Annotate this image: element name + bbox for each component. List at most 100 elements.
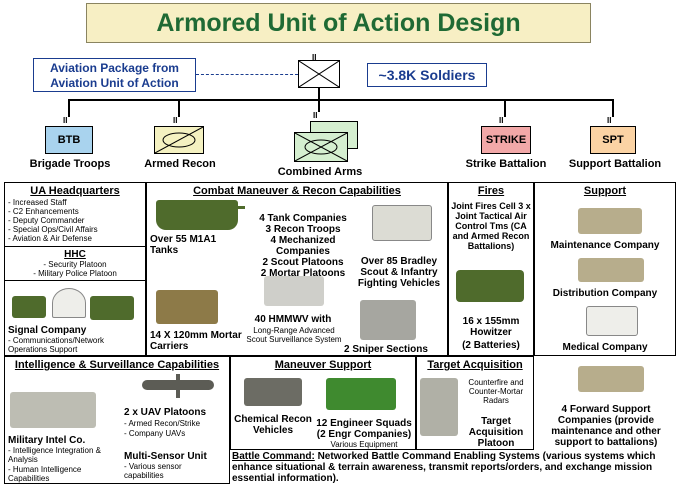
combined-arms-icon <box>294 132 348 162</box>
forward-support-truck-image <box>578 366 644 392</box>
distribution-truck-image <box>578 258 644 282</box>
ua-hq-item: - C2 Enhancements <box>8 207 79 216</box>
hhc-item: - Military Police Platoon <box>33 269 117 278</box>
hhc-item: - Security Platoon <box>43 260 107 269</box>
bradley-image <box>372 205 432 241</box>
battle-command-text: Networked Battle Command Enabling System… <box>232 451 656 484</box>
mi-title: Military Intel Co. <box>8 435 86 446</box>
tanks-text: Over 55 M1A1 Tanks <box>150 234 217 256</box>
strike-unit-symbol: STRIKE <box>481 126 531 154</box>
ua-hq-item: - Special Ops/Civil Affairs <box>8 225 98 234</box>
battle-command-label: Battle Command: <box>232 451 315 462</box>
signal-divider <box>5 280 145 281</box>
company-item: 3 Recon Troops <box>265 224 341 235</box>
hmmwv-title: 40 HMMWV with <box>254 314 332 325</box>
recon-unit-symbol <box>154 126 204 154</box>
chem-vehicle-image <box>244 378 302 406</box>
ms-item: - Various sensor capabilities <box>124 462 182 480</box>
signal-vehicle-image <box>90 296 134 320</box>
fires-text: Joint Fires Cell 3 x Joint Tactical Air … <box>451 201 531 251</box>
ua-hq-title: UA Headquarters <box>30 185 120 197</box>
company-item: 2 Scout Platoons <box>262 257 344 268</box>
ua-hq-section: UA Headquarters - Increased Staff - C2 E… <box>4 182 146 356</box>
mortar-carrier-image <box>156 290 218 324</box>
tree-drop-recon <box>178 100 180 117</box>
batteries-text: (2 Batteries) <box>462 340 520 351</box>
page-title: Armored Unit of Action Design <box>86 3 591 43</box>
military-intel-image <box>10 392 96 428</box>
spt-unit-symbol: SPT <box>590 126 636 154</box>
tree-drop-spt <box>612 100 614 117</box>
maintenance-text: Maintenance Company <box>550 240 660 251</box>
tree-trunk <box>318 88 320 100</box>
uav-title: 2 x UAV Platoons <box>124 407 207 418</box>
recon-ellipse-icon <box>154 126 204 154</box>
m1a1-tank-image <box>156 200 238 230</box>
uav-item: - Company UAVs <box>124 429 186 438</box>
distribution-text: Distribution Company <box>552 288 658 299</box>
hmmwv-text: Long-Range Advanced Scout Surveillance S… <box>246 326 342 344</box>
maneuver-title: Maneuver Support <box>274 359 372 371</box>
aviation-connector <box>196 74 298 75</box>
signal-title: Signal Company <box>8 325 87 336</box>
howitzer-text: 16 x 155mm Howitzer <box>462 316 520 338</box>
target-title: Target Acquisition <box>427 359 523 371</box>
equipment-text: Various Equipment <box>330 440 398 449</box>
signal-truck-image <box>12 296 46 318</box>
mortar-text: 14 X 120mm Mortar Carriers <box>150 330 242 352</box>
uav-item: - Armed Recon/Strike <box>124 419 201 428</box>
signal-antenna-image <box>52 288 86 318</box>
ua-hq-item: - Deputy Commander <box>8 216 85 225</box>
forward-support-text: 4 Forward Support Companies (provide mai… <box>551 404 661 448</box>
company-item: 4 Tank Companies <box>259 213 347 224</box>
radar-image <box>420 378 458 436</box>
aviation-note: Aviation Package from Aviation Unit of A… <box>33 58 196 92</box>
ms-title: Multi-Sensor Unit <box>124 451 207 462</box>
strike-echelon-marks: II <box>499 116 504 125</box>
uav-wing-image <box>176 374 180 398</box>
bradley-text: Over 85 Bradley Scout & Infantry Fightin… <box>357 256 441 289</box>
support-title: Support <box>583 185 627 197</box>
company-item: 2 Mortar Platoons <box>260 268 346 279</box>
ua-hq-item: - Increased Staff <box>8 198 67 207</box>
recon-label: Armed Recon <box>144 158 216 170</box>
hq-unit-symbol <box>298 60 340 88</box>
tree-drop-strike <box>504 100 506 117</box>
x-cross-icon <box>298 60 340 88</box>
mi-item: - Human Intelligence Capabilities <box>8 465 82 483</box>
radars-text: Counterfire and Counter-Mortar Radars <box>468 378 524 405</box>
tree-horizontal <box>68 99 614 101</box>
sniper-text: 2 Sniper Sections <box>344 344 428 355</box>
ca-echelon-marks: II <box>313 111 318 120</box>
tree-drop-ca <box>318 100 320 112</box>
spt-label: Support Battalion <box>568 158 662 170</box>
maintenance-truck-image <box>578 208 642 234</box>
recon-echelon-marks: II <box>173 116 178 125</box>
engineer-text: 12 Engineer Squads (2 Engr Companies) <box>316 418 412 440</box>
btb-label: Brigade Troops <box>29 158 111 170</box>
btb-echelon-marks: II <box>63 116 68 125</box>
ca-label: Combined Arms <box>277 166 363 178</box>
intel-title: Intelligence & Surveillance Capabilities <box>14 359 220 371</box>
sniper-image <box>360 300 416 340</box>
tank-gun-image <box>205 206 245 209</box>
chem-text: Chemical Recon Vehicles <box>234 414 312 436</box>
combat-title: Combat Maneuver & Recon Capabilities <box>193 185 401 197</box>
btb-unit-symbol: BTB <box>45 126 93 154</box>
engineer-vehicle-image <box>326 378 396 410</box>
hmmwv-image <box>264 276 324 306</box>
target-platoon-text: Target Acquisition Platoon <box>468 416 524 449</box>
tree-drop-btb <box>68 100 70 117</box>
mi-item: - Intelligence Integration & Analysis <box>8 446 101 464</box>
ua-hq-item: - Aviation & Air Defense <box>8 234 92 243</box>
hhc-divider <box>5 246 145 247</box>
medical-text: Medical Company <box>562 342 648 353</box>
soldiers-count: ~3.8K Soldiers <box>367 63 487 87</box>
strike-label: Strike Battalion <box>465 158 547 170</box>
fires-section: Fires Joint Fires Cell 3 x Joint Tactica… <box>448 182 534 356</box>
fires-title: Fires <box>477 185 505 197</box>
company-item: 4 Mechanized Companies <box>270 235 336 257</box>
hq-echelon-marks: II <box>312 53 317 62</box>
battle-command: Battle Command: Networked Battle Command… <box>230 450 676 484</box>
ca-unit-symbol <box>294 132 348 162</box>
